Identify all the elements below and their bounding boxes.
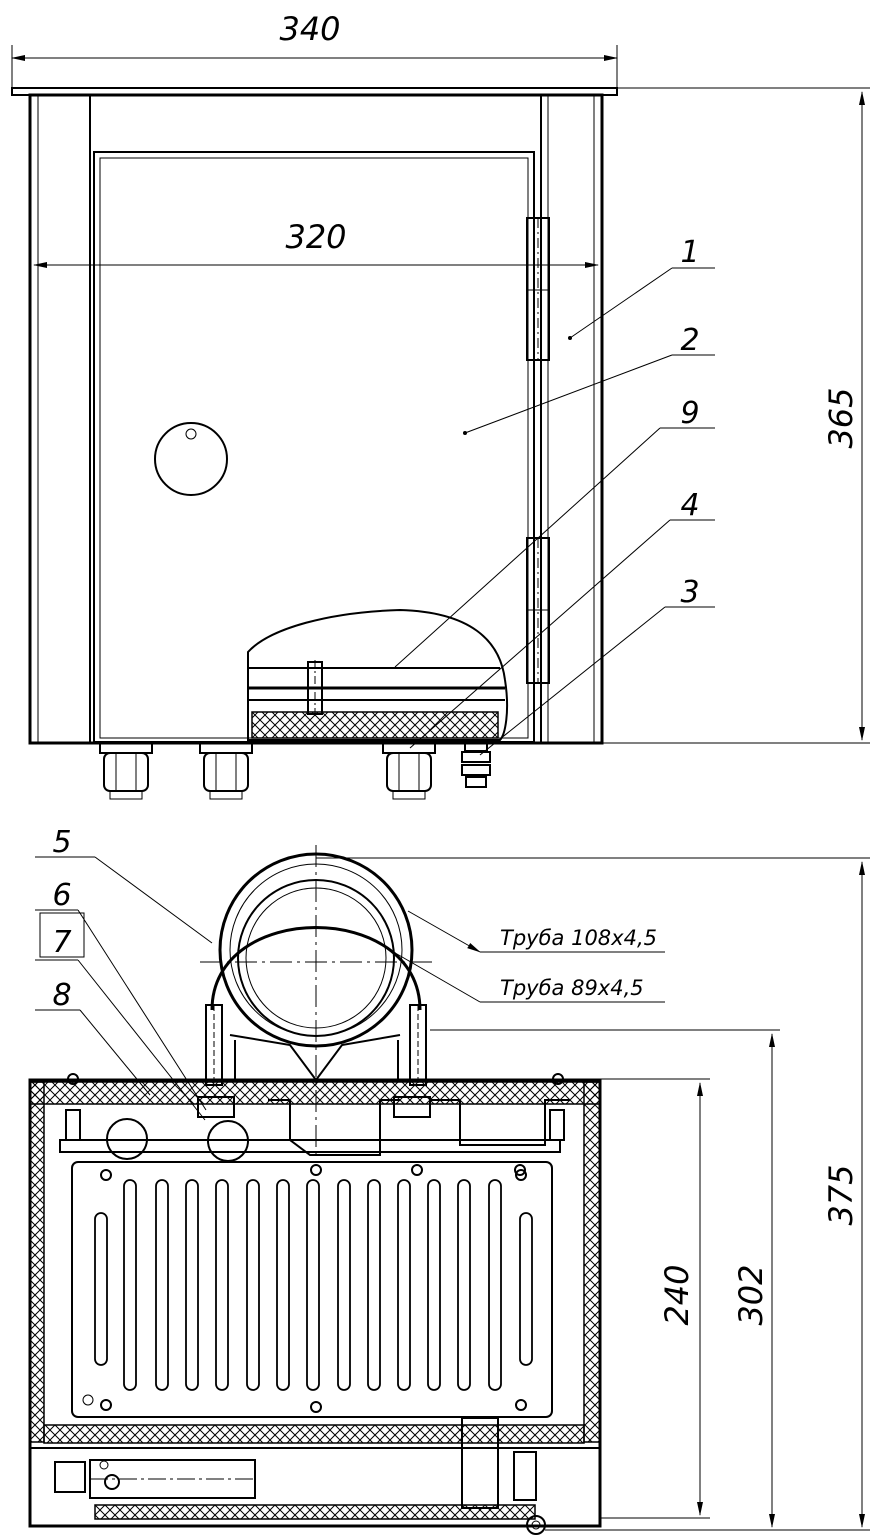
heater-slot <box>367 1179 381 1391</box>
heater-slot <box>488 1179 502 1391</box>
callout-7: 7 <box>52 925 71 960</box>
pipe-89-label: Труба 89x4,5 <box>500 976 644 1000</box>
callout-leaders-bottom <box>35 856 665 1121</box>
callout-8: 8 <box>52 978 71 1013</box>
housing-body <box>28 93 604 745</box>
cable-gland <box>199 742 253 800</box>
heater-slot <box>215 1179 229 1391</box>
heater-slot <box>94 1212 108 1366</box>
cable-glands <box>99 742 491 800</box>
cutaway-section <box>247 608 509 741</box>
dim-240-label: 240 <box>658 1264 696 1325</box>
heater-slot <box>397 1179 411 1391</box>
heater-slot <box>306 1179 320 1391</box>
callout-leaders-top <box>394 267 715 756</box>
heater-slot <box>337 1179 351 1391</box>
cable-gland <box>99 742 153 800</box>
heater-slot <box>427 1179 441 1391</box>
callout-5: 5 <box>52 825 71 860</box>
heater-slot <box>519 1212 533 1366</box>
heater-slot <box>276 1179 290 1391</box>
dim-365-label: 365 <box>822 387 860 448</box>
heater-slot <box>123 1179 137 1391</box>
heater-slot <box>246 1179 260 1391</box>
callout-1: 1 <box>680 235 699 270</box>
pipe-108-label: Труба 108x4,5 <box>500 926 657 950</box>
door-panel <box>93 151 535 743</box>
heater-slot <box>185 1179 199 1391</box>
callout-2: 2 <box>680 323 699 358</box>
dim-340-label: 340 <box>279 10 340 48</box>
callout-3: 3 <box>680 575 699 610</box>
callout-6: 6 <box>52 878 71 913</box>
lock-circle <box>154 422 228 496</box>
heater-slots <box>94 1179 533 1391</box>
heater-slot <box>155 1179 169 1391</box>
dim-302-label: 302 <box>732 1264 770 1325</box>
dim-375-label: 375 <box>822 1164 860 1225</box>
callout-9: 9 <box>680 396 699 431</box>
cable-gland <box>382 742 436 800</box>
heater-plate <box>71 1161 553 1418</box>
heater-slot <box>457 1179 471 1391</box>
dim-320-label: 320 <box>285 218 346 256</box>
section-view <box>28 845 870 1535</box>
callout-4: 4 <box>680 488 699 523</box>
front-view <box>11 45 870 800</box>
ground-bolt <box>461 742 491 788</box>
